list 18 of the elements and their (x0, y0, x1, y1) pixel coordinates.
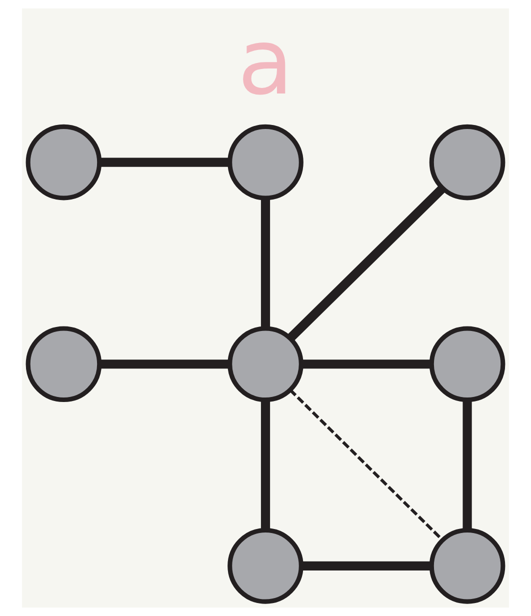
connector (462, 400, 472, 530)
connector (301, 360, 431, 369)
connector (100, 360, 230, 369)
connector (260, 198, 270, 328)
node-circle (429, 528, 506, 604)
connector (287, 185, 446, 342)
diagram-title: a (238, 10, 294, 116)
connector (260, 400, 270, 530)
node-circle (228, 124, 304, 200)
node-circle (26, 326, 102, 402)
node-circle (228, 326, 304, 402)
node-circle (228, 528, 304, 604)
node-circle (429, 326, 506, 402)
node-circle (429, 124, 506, 200)
node-circle (26, 124, 102, 200)
connector (301, 561, 431, 570)
connector (289, 388, 444, 541)
connector (100, 158, 230, 167)
